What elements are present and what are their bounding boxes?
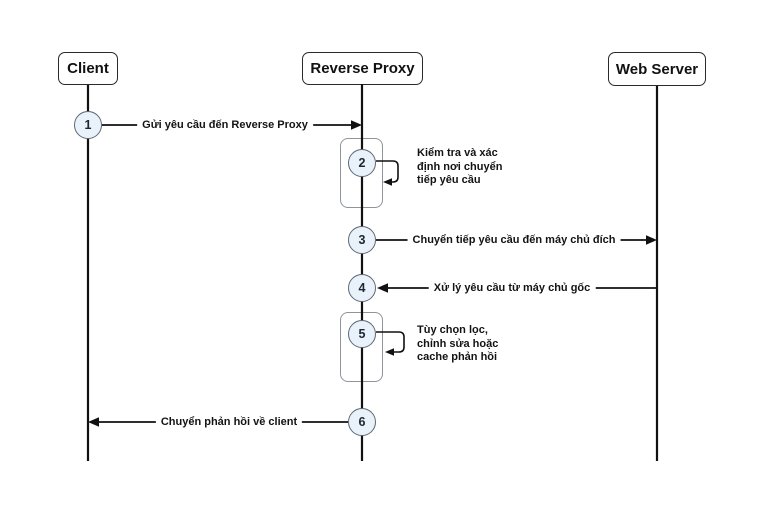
actor-label-web-server: Web Server (615, 60, 699, 78)
actor-box-client: Client (58, 52, 118, 85)
message-label-4: Xử lý yêu cầu từ máy chủ gốc (428, 282, 596, 294)
step-circle-1: 1 (74, 111, 102, 139)
step-number: 2 (358, 156, 366, 170)
arrowhead-right-icon (351, 120, 362, 130)
actor-label-client: Client (67, 60, 109, 77)
note-line: chỉnh sửa hoặc (417, 337, 499, 350)
self-loop-step-5 (376, 331, 405, 356)
actor-box-web-server: Web Server (608, 52, 706, 86)
step-circle-3: 3 (348, 226, 376, 254)
step-number: 4 (358, 281, 366, 295)
self-loop-step-2 (376, 160, 399, 186)
note-step-2: Kiểm tra và xác định nơi chuyển tiếp yêu… (417, 147, 502, 188)
step-circle-5: 5 (348, 320, 376, 348)
note-line: tiếp yêu cầu (417, 174, 481, 186)
arrowhead-left-icon (377, 283, 388, 293)
message-label-1: Gửi yêu cầu đến Reverse Proxy (137, 119, 313, 131)
arrowhead-left-icon (88, 417, 99, 427)
message-label-3: Chuyển tiếp yêu cầu đến máy chủ đích (407, 234, 621, 246)
note-step-5: Tùy chọn lọc, chỉnh sửa hoặc cache phản … (417, 324, 498, 365)
message-label-6: Chuyển phản hồi về client (155, 416, 303, 428)
note-line: định nơi chuyển (417, 160, 503, 173)
arrowhead-right-icon (646, 235, 657, 245)
note-line: cache phản hồi (417, 351, 498, 363)
arrowhead-left-icon (385, 348, 394, 356)
step-number: 3 (358, 233, 366, 247)
arrowhead-left-icon (383, 178, 392, 186)
step-circle-2: 2 (348, 149, 376, 177)
step-circle-4: 4 (348, 274, 376, 302)
actor-label-reverse-proxy: Reverse Proxy (310, 60, 415, 77)
step-number: 5 (358, 327, 366, 341)
step-number: 6 (358, 415, 366, 429)
note-line: Kiểm tra và xác (417, 147, 498, 159)
note-line: Tùy chọn lọc, (417, 324, 488, 336)
step-circle-6: 6 (348, 408, 376, 436)
step-number: 1 (84, 118, 92, 132)
